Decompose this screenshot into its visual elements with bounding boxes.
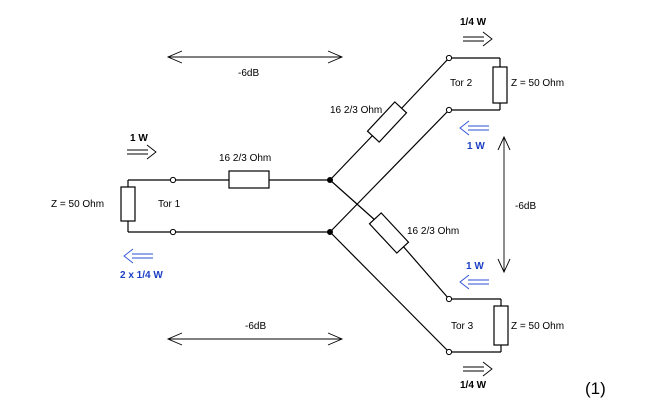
resistor-r3-label: 16 2/3 Ohm bbox=[407, 226, 459, 237]
attenuation-arrow-top bbox=[166, 50, 344, 64]
junction-top bbox=[327, 177, 333, 183]
attenuation-arrow-right bbox=[497, 135, 511, 274]
port3-output-power-label: 1/4 W bbox=[460, 380, 487, 391]
load-resistor-port3 bbox=[493, 305, 509, 346]
power-arrow-in-port3 bbox=[459, 274, 489, 290]
terminal-port2-bottom bbox=[445, 106, 453, 114]
port2-input-power-label: 1 W bbox=[467, 141, 485, 152]
terminal-port3-top bbox=[445, 295, 453, 303]
figure-number: (1) bbox=[585, 379, 606, 398]
attenuation-arrow-bottom bbox=[166, 332, 344, 346]
load-resistor-port2 bbox=[492, 66, 508, 104]
resistor-r2-label: 16 2/3 Ohm bbox=[330, 105, 382, 116]
port1-impedance-label: Z = 50 Ohm bbox=[51, 199, 104, 210]
port2-impedance-label: Z = 50 Ohm bbox=[511, 78, 564, 89]
junction-bottom bbox=[327, 229, 333, 235]
port3-input-power-label: 1 W bbox=[466, 261, 484, 272]
resistor-r1 bbox=[228, 170, 270, 189]
db-label-bottom: -6dB bbox=[245, 321, 266, 332]
resistor-r2 bbox=[366, 101, 408, 143]
resistor-r3 bbox=[368, 212, 410, 254]
db-label-top: -6dB bbox=[238, 68, 259, 79]
terminal-port1-top bbox=[169, 176, 177, 184]
terminal-port2-top bbox=[445, 54, 453, 62]
port3-impedance-label: Z = 50 Ohm bbox=[511, 321, 564, 332]
power-arrow-in-port1 bbox=[127, 144, 157, 160]
db-label-right: -6dB bbox=[515, 201, 536, 212]
wires bbox=[127, 57, 502, 353]
terminal-port3-bottom bbox=[445, 348, 453, 356]
port2-label: Tor 2 bbox=[450, 78, 473, 89]
power-arrow-out-port3 bbox=[463, 361, 493, 377]
load-resistor-port1 bbox=[120, 186, 136, 222]
port2-output-power-label: 1/4 W bbox=[460, 17, 487, 28]
power-arrow-out-port2 bbox=[463, 31, 493, 47]
terminal-port1-bottom bbox=[169, 228, 177, 236]
power-arrow-reflect-port1 bbox=[123, 248, 153, 264]
port3-label: Tor 3 bbox=[451, 321, 474, 332]
input-power-label: 1 W bbox=[130, 133, 148, 144]
port1-label: Tor 1 bbox=[158, 199, 181, 210]
reflected-power-label: 2 x 1/4 W bbox=[120, 270, 163, 281]
power-arrow-in-port2 bbox=[459, 120, 489, 136]
resistor-r1-label: 16 2/3 Ohm bbox=[219, 153, 271, 164]
